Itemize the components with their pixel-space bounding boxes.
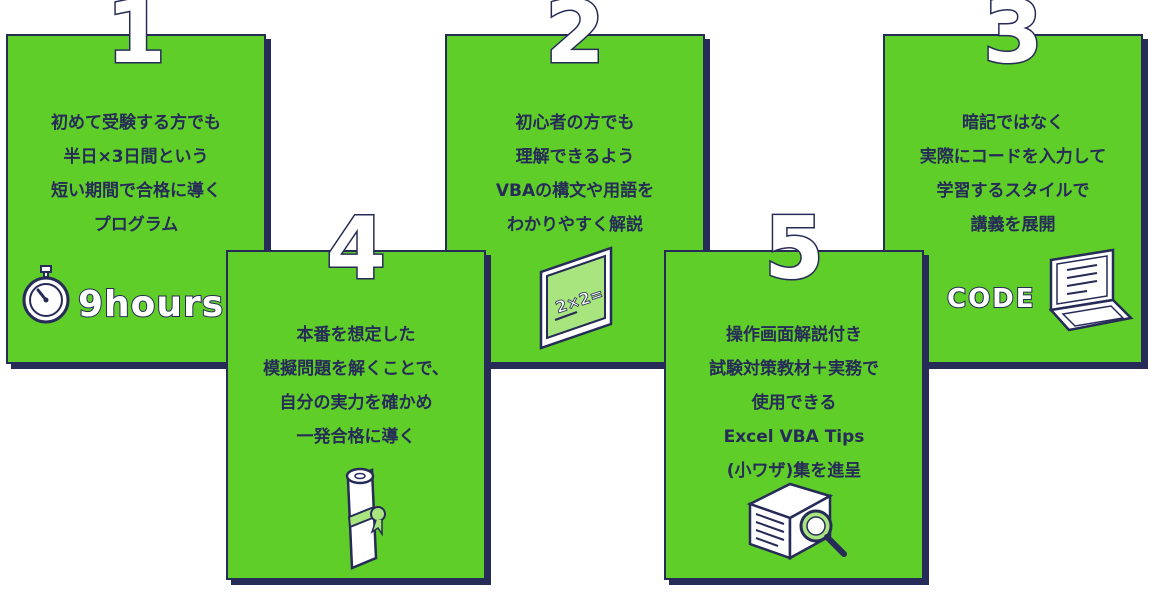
card-line: プログラム bbox=[93, 215, 179, 235]
feature-card-4: 4 本番を想定した 模擬問題を解くことで、 自分の実力を確かめ 一発合格に導く bbox=[226, 205, 486, 580]
card-number: 2 bbox=[544, 0, 607, 83]
card-line: 講義を展開 bbox=[970, 215, 1056, 235]
card-line: VBAの構文や用語を bbox=[495, 181, 655, 201]
card-text: 初めて受験する方でも 半日×3日間という 短い期間で合格に導く プログラム bbox=[8, 106, 264, 242]
book-magnifier-icon bbox=[746, 482, 847, 561]
card-line: 操作画面解説付き bbox=[726, 325, 862, 345]
card-number: 5 bbox=[763, 199, 826, 299]
card-text: 初心者の方でも 理解できるよう VBAの構文や用語を わかりやすく解説 bbox=[447, 106, 703, 242]
card-line: (小ワザ)集を進呈 bbox=[726, 461, 862, 481]
laptop-icon bbox=[1048, 248, 1134, 332]
card-number: 3 bbox=[982, 0, 1045, 83]
card-line: 半日×3日間という bbox=[63, 147, 209, 167]
card-line: わかりやすく解説 bbox=[507, 215, 643, 235]
card-text: 操作画面解説付き 試験対策教材＋実務で 使用できる Excel VBA Tips… bbox=[666, 318, 922, 488]
card-line: 一発合格に導く bbox=[296, 427, 416, 447]
card-line: 理解できるよう bbox=[515, 147, 635, 167]
card-number: 1 bbox=[105, 0, 168, 83]
code-badge: CODE bbox=[946, 283, 1036, 315]
card-line: 使用できる bbox=[751, 393, 837, 413]
card-text: 本番を想定した 模擬問題を解くことで、 自分の実力を確かめ 一発合格に導く bbox=[228, 318, 484, 454]
card-line: 初めて受験する方でも bbox=[51, 113, 221, 133]
card-line: 模擬問題を解くことで、 bbox=[263, 359, 449, 379]
feature-card-5: 5 操作画面解説付き 試験対策教材＋実務で 使用できる Excel VBA Ti… bbox=[664, 205, 924, 580]
stopwatch-icon bbox=[22, 265, 70, 324]
feature-card-1: 1 初めて受験する方でも 半日×3日間という 短い期間で合格に導く プログラム … bbox=[6, 0, 266, 364]
card-line: 暗記ではなく bbox=[962, 113, 1064, 133]
card-line: 学習するスタイルで bbox=[936, 181, 1090, 201]
card-line: 本番を想定した bbox=[296, 325, 416, 345]
card-line: 試験対策教材＋実務で bbox=[709, 359, 879, 379]
chalkboard-icon: 2×2= bbox=[539, 246, 613, 350]
hours-badge: 9hours bbox=[77, 283, 225, 326]
card-line: 実際にコードを入力して bbox=[919, 147, 1107, 167]
card-line: Excel VBA Tips bbox=[723, 427, 865, 447]
diploma-scroll-icon bbox=[345, 467, 386, 570]
card-line: 短い期間で合格に導く bbox=[51, 181, 221, 201]
card-text: 暗記ではなく 実際にコードを入力して 学習するスタイルで 講義を展開 bbox=[885, 106, 1141, 242]
card-line: 初心者の方でも bbox=[515, 113, 635, 133]
feature-card-2: 2 初心者の方でも 理解できるよう VBAの構文や用語を わかりやすく解説 2×… bbox=[445, 0, 705, 364]
card-number: 4 bbox=[325, 199, 388, 299]
feature-card-3: 3 暗記ではなく 実際にコードを入力して 学習するスタイルで 講義を展開 COD… bbox=[883, 0, 1143, 364]
card-line: 自分の実力を確かめ bbox=[279, 393, 433, 413]
